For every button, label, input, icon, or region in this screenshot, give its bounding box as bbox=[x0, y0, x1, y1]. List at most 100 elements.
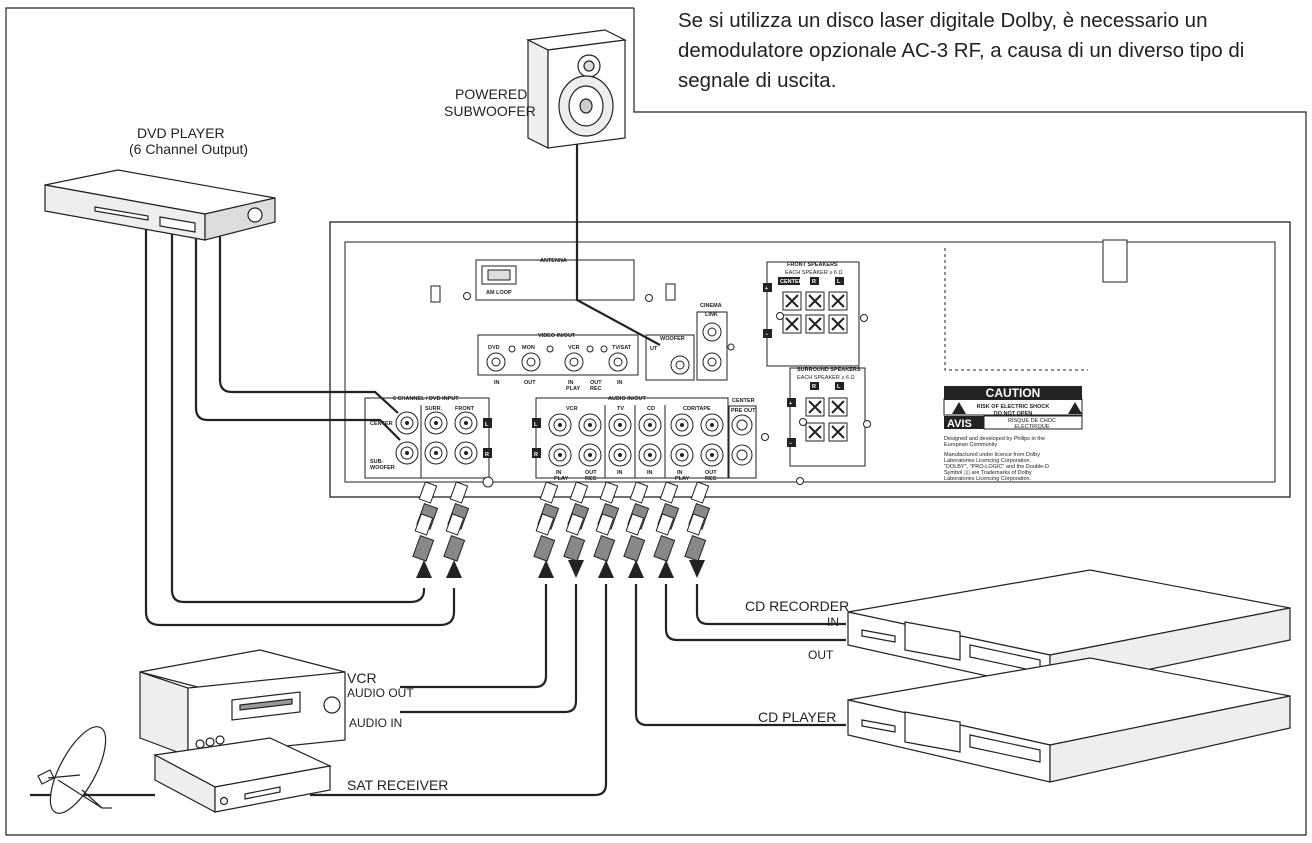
six-surr-label: SURR. bbox=[425, 406, 443, 412]
surround-plus-badge: + bbox=[789, 401, 792, 407]
audio-cdr-play-label: PLAY bbox=[675, 476, 689, 482]
six-l-badge: L bbox=[485, 422, 489, 428]
sat-receiver-cable bbox=[310, 584, 608, 797]
audio-tv-in-label: IN bbox=[617, 470, 623, 476]
rca-plug bbox=[655, 513, 675, 536]
surround-each-label: EACH SPEAKER ≥ 6 Ω bbox=[797, 375, 855, 381]
audio-io-section bbox=[535, 397, 729, 479]
audio-tv-label: TV bbox=[617, 406, 624, 412]
six-center-label: CENTER bbox=[370, 421, 393, 427]
arrow-up-icon bbox=[598, 560, 614, 578]
rca-plug bbox=[539, 481, 559, 504]
arrow-down-icon bbox=[689, 560, 705, 578]
surround-minus-badge: − bbox=[789, 441, 792, 447]
rca-plug bbox=[629, 481, 649, 504]
sat-receiver bbox=[153, 737, 332, 813]
licence-line-1: Manufactured under licence from Dolby bbox=[944, 452, 1040, 458]
six-sub-label: SUB- bbox=[370, 459, 384, 465]
subwoofer-label-1: POWERED bbox=[455, 86, 527, 102]
six-front-label: FRONT bbox=[455, 406, 475, 412]
front-center-badge: CENTER bbox=[780, 279, 803, 285]
rca-plugs bbox=[412, 481, 711, 562]
powered-subwoofer bbox=[525, 29, 628, 149]
dvd-player bbox=[44, 169, 276, 241]
center-pre-out-section bbox=[728, 405, 757, 479]
video-vcr-in-label: IN bbox=[568, 380, 574, 386]
video-in-label: IN bbox=[494, 380, 500, 386]
cd-player bbox=[847, 657, 1291, 783]
audio-vcr-rec-label: REC bbox=[585, 476, 597, 482]
subwoofer-label: WOOFER bbox=[660, 336, 685, 342]
vcr-label: VCR bbox=[347, 670, 377, 686]
satellite-dish-icon bbox=[37, 726, 112, 814]
rca-plug bbox=[418, 481, 438, 504]
rca-plug bbox=[659, 481, 679, 504]
sat-receiver-label: SAT RECEIVER bbox=[347, 777, 448, 793]
six-channel-jacks bbox=[395, 411, 478, 465]
arrow-up-icon bbox=[628, 560, 644, 578]
antenna-section bbox=[475, 259, 635, 301]
video-rec-label: REC bbox=[590, 386, 602, 392]
dvd-player-label: DVD PLAYER bbox=[137, 125, 225, 141]
arrow-up-icon bbox=[416, 560, 432, 578]
designed-line-2: European Community bbox=[944, 442, 997, 448]
dvd-cable-front bbox=[170, 220, 426, 604]
video-play-label: PLAY bbox=[566, 386, 580, 392]
exclamation-warning-icon bbox=[1068, 402, 1082, 414]
cables bbox=[30, 140, 846, 797]
cinema-link-section bbox=[696, 311, 728, 381]
dvd-cable-sub bbox=[144, 220, 456, 627]
six-channel-label: 6 CHANNEL / DVD INPUT bbox=[393, 396, 459, 402]
licence-line-4: Symbol ▯▯ are Trademarks of Dolby bbox=[944, 470, 1032, 476]
audio-vcr-out-label: OUT bbox=[585, 470, 597, 476]
audio-cdr-out-label: OUT bbox=[705, 470, 717, 476]
caution-title: CAUTION bbox=[986, 386, 1041, 400]
vcr-audio-in-cable bbox=[400, 584, 578, 714]
surround-speaker-terminals bbox=[805, 397, 848, 442]
front-each-label: EACH SPEAKER ≥ 6 Ω bbox=[785, 270, 843, 276]
cd-recorder-label: CD RECORDER bbox=[745, 598, 849, 614]
front-r-badge: R bbox=[812, 279, 816, 285]
video-mon-label: MON bbox=[522, 345, 535, 351]
arrow-up-icon bbox=[538, 560, 554, 578]
avis-title: AVIS bbox=[947, 418, 972, 430]
video-out-label: OUT bbox=[524, 380, 536, 386]
rca-plug bbox=[595, 513, 615, 536]
rca-plug bbox=[686, 513, 706, 536]
audio-vcr-in-label: IN bbox=[556, 470, 562, 476]
audio-cd-label: CD bbox=[647, 406, 655, 412]
cd-recorder-out-cable bbox=[664, 584, 846, 642]
rca-plug bbox=[535, 513, 555, 536]
audio-cdr-in-label: IN bbox=[677, 470, 683, 476]
vcr-audio-in-label: AUDIO IN bbox=[349, 716, 402, 730]
dvd-cable-center bbox=[218, 220, 399, 414]
audio-cdr-rec-label: REC bbox=[705, 476, 717, 482]
video-io-label: VIDEO IN/OUT bbox=[538, 333, 576, 339]
video-tvsat-label: TV/SAT bbox=[612, 345, 632, 351]
rca-plug bbox=[690, 481, 710, 504]
am-loop-label: AM LOOP bbox=[486, 290, 512, 296]
caution-label: CAUTION RISK OF ELECTRIC SHOCK DO NOT OP… bbox=[943, 386, 1083, 482]
video-jacks bbox=[486, 345, 628, 372]
rca-plug bbox=[414, 513, 434, 536]
avis-line-2: ELECTRIQUE bbox=[1014, 424, 1049, 430]
frame-border bbox=[5, 7, 1307, 836]
front-speaker-terminals bbox=[782, 291, 848, 334]
surround-r-badge: R bbox=[812, 384, 816, 390]
surround-speakers-label: SURROUND SPEAKERS bbox=[797, 367, 861, 373]
cd-player-cable bbox=[634, 584, 846, 727]
rca-plug bbox=[569, 481, 589, 504]
dvd-cable-surr bbox=[194, 220, 401, 441]
vcr-audio-out-label: AUDIO OUT bbox=[347, 686, 414, 700]
audio-r-badge: R bbox=[534, 452, 538, 458]
video-vcr-out-label: OUT bbox=[590, 380, 602, 386]
licence-line-5: Laboratories Licencing Corporation. bbox=[944, 476, 1032, 482]
vcr bbox=[139, 649, 346, 757]
arrow-down-icon bbox=[568, 560, 584, 578]
subwoofer-out-section bbox=[645, 334, 695, 381]
shock-warning-icon bbox=[952, 402, 966, 414]
six-woofer-label: WOOFER bbox=[370, 465, 395, 471]
front-l-badge: L bbox=[837, 279, 841, 285]
dvd-channel-output-label: (6 Channel Output) bbox=[129, 141, 248, 157]
licence-line-3: "DOLBY", "PRO-LOGIC" and the Double-D bbox=[944, 464, 1049, 470]
